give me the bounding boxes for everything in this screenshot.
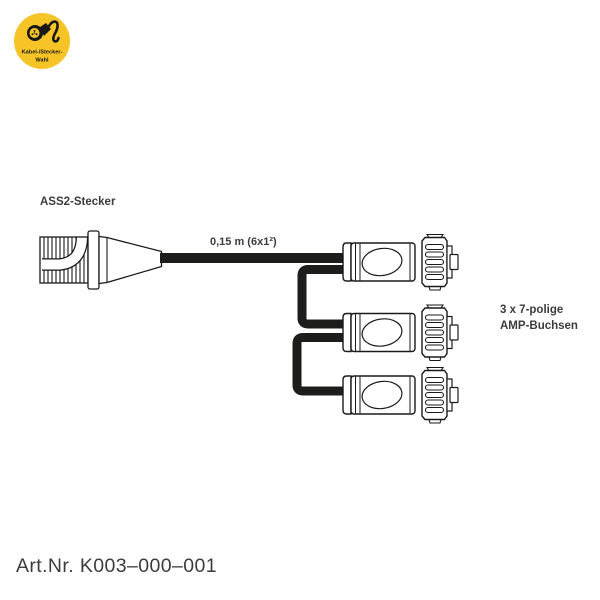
plug-label: ASS2-Stecker [40, 196, 116, 208]
brand-logo: Kabel-/Stecker- Wahl [13, 12, 71, 70]
sockets-label-line1: 3 x 7-polige [500, 304, 564, 316]
article-number: Art.Nr. K003–000–001 [16, 555, 217, 577]
amp-socket-1 [342, 233, 459, 291]
plug-cone [98, 235, 163, 285]
logo-text-line1: Kabel-/Stecker- [22, 50, 63, 56]
logo-text-line2: Wahl [35, 58, 49, 64]
sockets-label-line2: AMP-Buchsen [500, 319, 578, 332]
amp-socket-3 [342, 366, 459, 424]
branch-cable-2 [292, 333, 345, 396]
logo-circle [14, 13, 70, 69]
sockets-label: 3 x 7-polige AMP-Buchsen [500, 303, 578, 334]
logo-graphic: Kabel-/Stecker- Wahl [14, 13, 70, 69]
plug-flange [87, 230, 100, 290]
amp-socket-2 [342, 304, 459, 362]
logo-plug-icon [27, 20, 60, 43]
branch-cable-1 [297, 265, 345, 329]
plug-highlight-band [42, 237, 88, 271]
ass2-plug [39, 230, 163, 290]
cable-length-label: 0,15 m (6x1²) [210, 236, 277, 248]
